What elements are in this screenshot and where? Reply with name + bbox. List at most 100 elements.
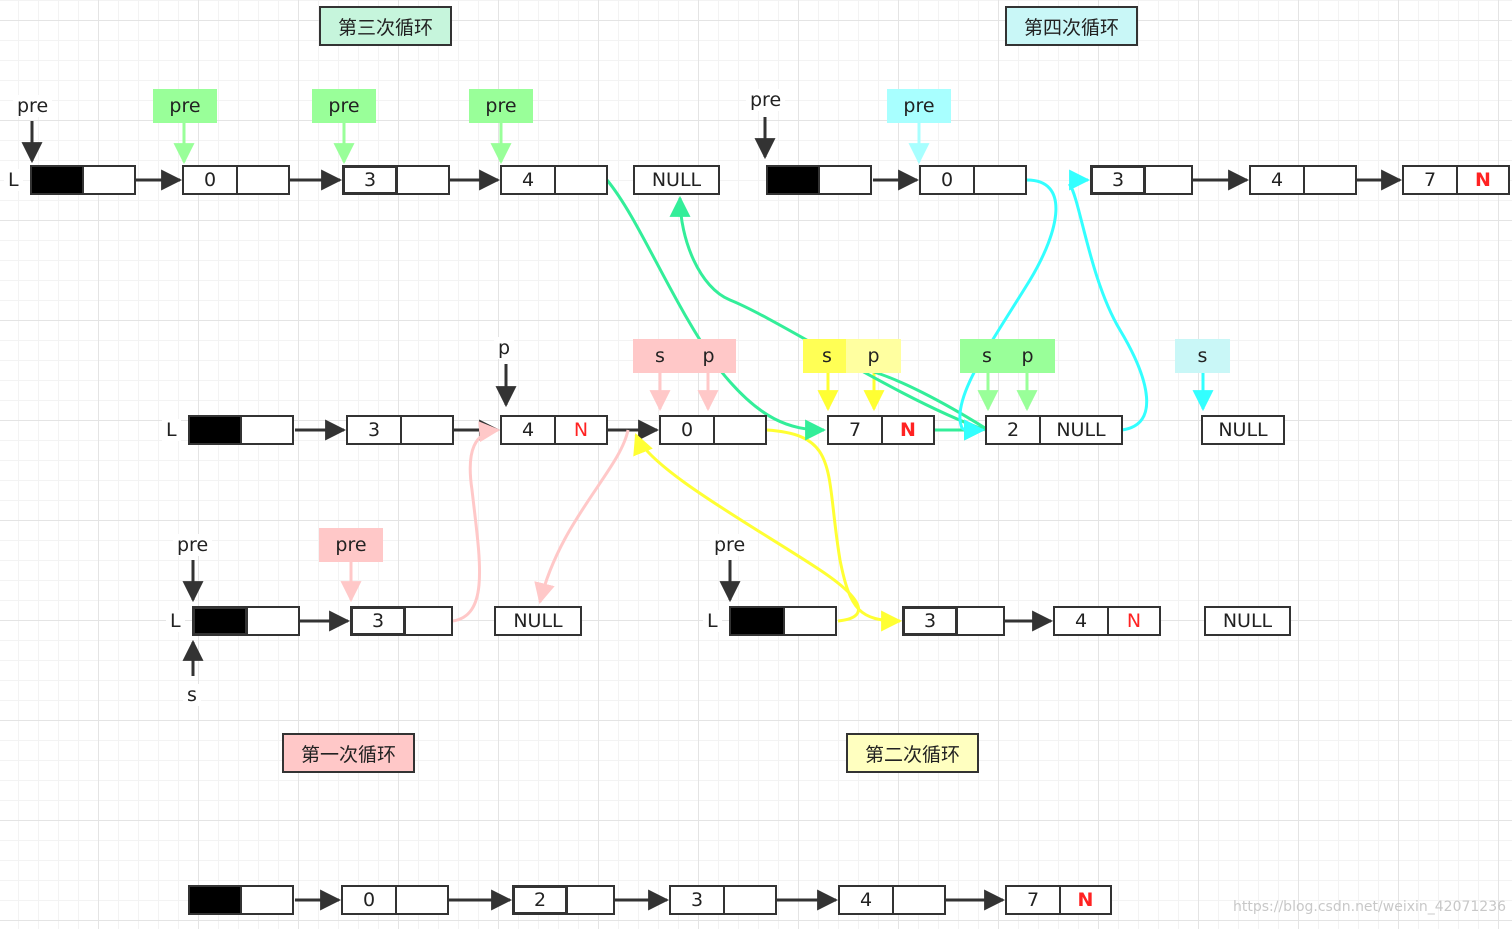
null-marker: N	[1059, 885, 1112, 915]
pointer-label-p: p	[494, 337, 515, 359]
null-node: NULL	[1201, 415, 1285, 445]
null-node: NULL	[633, 165, 720, 195]
pointer-label-pre: pre	[710, 534, 750, 556]
list-node: 7 N	[1402, 165, 1510, 195]
title-loop-1: 第一次循环	[282, 733, 415, 773]
node-value: 4	[1053, 606, 1109, 636]
list-node: 4	[838, 885, 946, 915]
next-cell	[396, 165, 450, 195]
next-cell	[236, 165, 290, 195]
node-value: 3	[346, 415, 402, 445]
node-value: 7	[1402, 165, 1458, 195]
null-value: NULL	[494, 606, 582, 636]
list-node: 3	[346, 415, 454, 445]
list-node: 0	[182, 165, 290, 195]
pointer-label-pre: pre	[13, 95, 53, 117]
next-cell	[1303, 165, 1357, 195]
head-data-cell	[766, 165, 820, 195]
next-cell	[973, 165, 1027, 195]
p-tag: p	[681, 339, 736, 373]
s-tag: s	[633, 339, 687, 373]
next-cell	[713, 415, 767, 445]
next-cell	[246, 606, 300, 636]
null-value: NULL	[1201, 415, 1285, 445]
head-data-cell	[192, 606, 248, 636]
next-cell	[892, 885, 946, 915]
head-data-cell	[188, 415, 242, 445]
node-value: 3	[350, 606, 406, 636]
null-marker: N	[1107, 606, 1161, 636]
p-tag: p	[846, 339, 901, 373]
list-node: 4	[500, 165, 608, 195]
node-value: 4	[838, 885, 894, 915]
list-node: 3	[669, 885, 777, 915]
next-cell	[723, 885, 777, 915]
list-node: 2 NULL	[985, 415, 1123, 445]
null-node: NULL	[1204, 606, 1291, 636]
next-cell	[818, 165, 872, 195]
s-tag: s	[1175, 339, 1230, 373]
next-cell	[1144, 165, 1193, 195]
head-node	[192, 606, 300, 636]
list-label-L: L	[4, 169, 23, 191]
list-node: 3	[342, 165, 450, 195]
null-marker: N	[1456, 165, 1510, 195]
null-value: NULL	[1204, 606, 1291, 636]
head-node	[188, 415, 294, 445]
next-cell	[400, 415, 454, 445]
next-cell	[240, 885, 294, 915]
head-node	[188, 885, 294, 915]
pointer-label-s: s	[183, 684, 201, 706]
head-data-cell	[30, 165, 84, 195]
node-value: 7	[827, 415, 883, 445]
node-value: 0	[341, 885, 397, 915]
head-data-cell	[729, 606, 785, 636]
list-node: 0	[659, 415, 767, 445]
title-loop-2: 第二次循环	[846, 733, 979, 773]
next-cell	[554, 165, 608, 195]
pre-tag: pre	[887, 89, 951, 123]
node-value: 3	[669, 885, 725, 915]
list-node: 0	[919, 165, 1027, 195]
head-data-cell	[188, 885, 242, 915]
node-value: 3	[902, 606, 958, 636]
node-value: 3	[342, 165, 398, 195]
node-value: 2	[985, 415, 1041, 445]
list-label-L: L	[703, 610, 722, 632]
list-label-L: L	[162, 419, 181, 441]
node-value: 4	[500, 165, 556, 195]
next-cell	[566, 885, 615, 915]
list-node: 0	[341, 885, 449, 915]
node-value: 0	[659, 415, 715, 445]
list-node: 7 N	[827, 415, 935, 445]
list-node: 4	[1249, 165, 1357, 195]
list-node: 4 N	[1053, 606, 1161, 636]
node-value: 7	[1005, 885, 1061, 915]
node-value: 4	[1249, 165, 1305, 195]
list-node: 4 N	[500, 415, 608, 445]
next-cell	[404, 606, 453, 636]
list-node: 3	[350, 606, 453, 636]
pointer-label-pre: pre	[746, 89, 786, 111]
node-value: 2	[512, 885, 568, 915]
pre-tag: pre	[312, 89, 376, 123]
null-value: NULL	[1039, 415, 1123, 445]
null-node: NULL	[494, 606, 582, 636]
watermark: https://blog.csdn.net/weixin_42071236	[1233, 899, 1507, 915]
pointer-label-pre: pre	[173, 534, 213, 556]
node-value: 0	[182, 165, 238, 195]
title-loop-4: 第四次循环	[1005, 6, 1138, 46]
pre-tag: pre	[469, 89, 533, 123]
list-label-L: L	[166, 610, 185, 632]
next-cell	[783, 606, 837, 636]
next-cell	[395, 885, 449, 915]
list-node: 7 N	[1005, 885, 1112, 915]
head-node	[766, 165, 872, 195]
next-cell	[82, 165, 136, 195]
list-node: 2	[512, 885, 615, 915]
head-node	[30, 165, 136, 195]
node-value: 0	[919, 165, 975, 195]
s-tag: s	[803, 339, 851, 373]
null-marker: N	[554, 415, 608, 445]
